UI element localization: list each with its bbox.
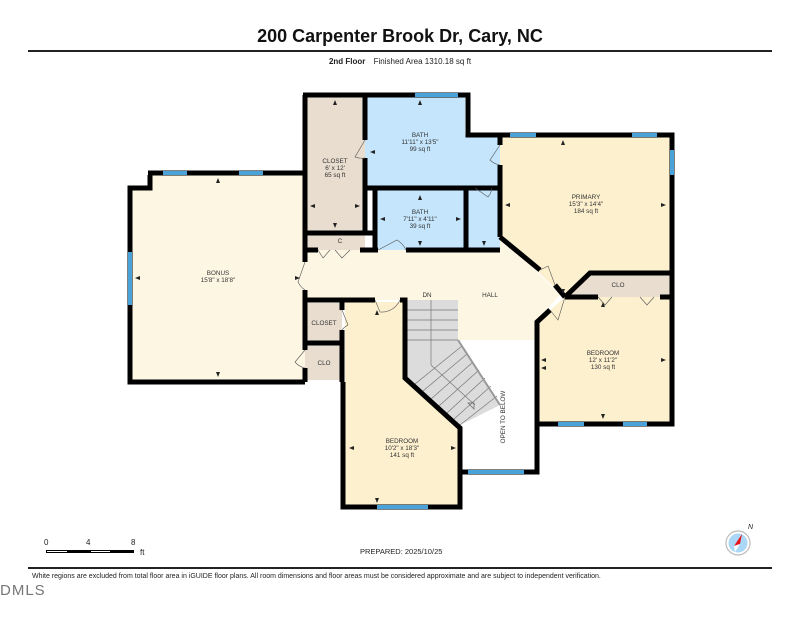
mls-watermark: DMLS [0, 582, 46, 599]
bath-main-label: BATH [412, 132, 429, 139]
scale-tick-0: 0 [44, 538, 49, 547]
hall-label: HALL [482, 292, 498, 299]
c-closet-label: C [338, 238, 343, 245]
scale-unit: ft [140, 548, 145, 557]
floor-label: 2nd Floor [328, 57, 366, 66]
header-divider [28, 50, 772, 52]
dimension-markers [135, 100, 666, 503]
closet-large-label: CLOSET [322, 158, 347, 165]
bath-small-dims: 7'11" x 4'11" [403, 216, 437, 223]
bedroom-right-dims: 12' x 11'2" [589, 357, 617, 364]
primary-label: PRIMARY [572, 194, 601, 201]
disclaimer-text: White regions are excluded from total fl… [32, 573, 601, 580]
doors [294, 139, 655, 369]
open-to-below-label: OPEN TO BELOW [500, 391, 507, 444]
scale-segment [111, 550, 134, 553]
scale-segment [90, 550, 111, 553]
clo-left-label: CLO [318, 360, 331, 367]
primary-area: 184 sq ft [574, 208, 598, 215]
room-hall [305, 235, 560, 340]
stair-treads [405, 300, 501, 426]
room-closet-large [305, 97, 365, 232]
bath-main-dims: 11'11" x 13'5" [401, 139, 438, 146]
room-labels: BONUS 15'8" x 18'8" CLOSET 6' x 12' 65 s… [201, 132, 625, 459]
room-primary [500, 135, 670, 298]
room-clo-right [565, 275, 670, 297]
bonus-dims: 15'8" x 18'8" [201, 277, 236, 284]
closet-small-label: CLOSET [311, 320, 336, 327]
room-bedroom-right [537, 297, 670, 422]
bath-small-area: 39 sq ft [410, 223, 431, 230]
bath-main-area: 99 sq ft [410, 146, 431, 153]
room-bath-side [468, 190, 500, 250]
clo-right-label: CLO [612, 282, 625, 289]
room-bath-main [365, 97, 500, 190]
property-address-title: 200 Carpenter Brook Dr, Cary, NC [257, 26, 543, 46]
closet-large-area: 65 sq ft [325, 172, 346, 179]
scale-tick-8: 8 [131, 538, 136, 547]
bath-small-label: BATH [412, 209, 429, 216]
room-closet-small [305, 303, 342, 343]
prepared-date: PREPARED: 2025/10/25 [360, 547, 443, 556]
floor-subtitle: 2nd Floor Finished Area 1310.18 sq ft [0, 57, 800, 66]
primary-dims: 15'3" x 14'4" [569, 201, 604, 208]
compass-icon: N [725, 524, 754, 556]
scale-segment [68, 550, 90, 553]
windows [128, 93, 674, 509]
bedroom-right-area: 130 sq ft [591, 364, 615, 371]
bedroom-bottom-area: 141 sq ft [390, 452, 414, 459]
room-fills [130, 97, 670, 505]
footer-divider [28, 567, 772, 569]
scale-bar: 0 4 8 ft [44, 538, 154, 560]
compass-north-label: N [748, 524, 754, 531]
room-bedroom-bottom [345, 302, 460, 505]
closet-large-dims: 6' x 12' [325, 165, 345, 172]
bonus-label: BONUS [207, 270, 229, 277]
bedroom-right-label: BEDROOM [587, 350, 620, 357]
bedroom-bottom-label: BEDROOM [386, 438, 419, 445]
stairs-arrow-icon [467, 402, 475, 410]
room-c-closet [305, 235, 365, 250]
room-clo-left [305, 345, 342, 380]
stairs-dn-label: DN [422, 292, 432, 299]
scale-segment [46, 550, 68, 553]
bedroom-bottom-dims: 10'2" x 18'3" [385, 445, 420, 452]
room-bonus [130, 175, 305, 380]
stairs [405, 300, 500, 425]
finished-area: Finished Area 1310.18 sq ft [373, 57, 472, 66]
scale-tick-4: 4 [86, 538, 91, 547]
